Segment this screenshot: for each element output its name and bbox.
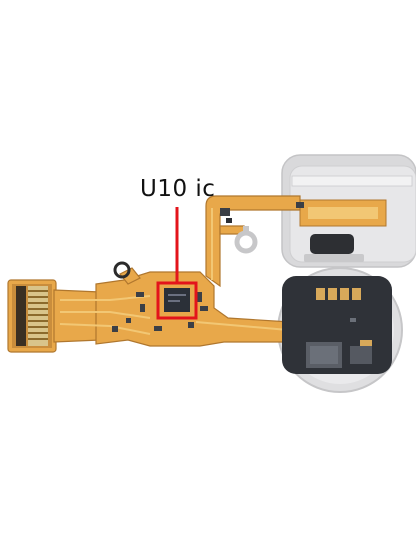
fingerprint-sensor-module bbox=[282, 276, 392, 374]
flex-components bbox=[112, 202, 304, 332]
screw-ring-left bbox=[113, 261, 131, 279]
board-connector bbox=[12, 284, 52, 348]
flex-cable-traces bbox=[59, 208, 289, 335]
screw-ring-right bbox=[234, 226, 258, 254]
u10-ic-label: U10 ic bbox=[140, 176, 216, 202]
u10-ic-callout bbox=[156, 207, 198, 320]
u10-ic-chip bbox=[164, 288, 190, 312]
home-button-housing bbox=[281, 154, 416, 268]
